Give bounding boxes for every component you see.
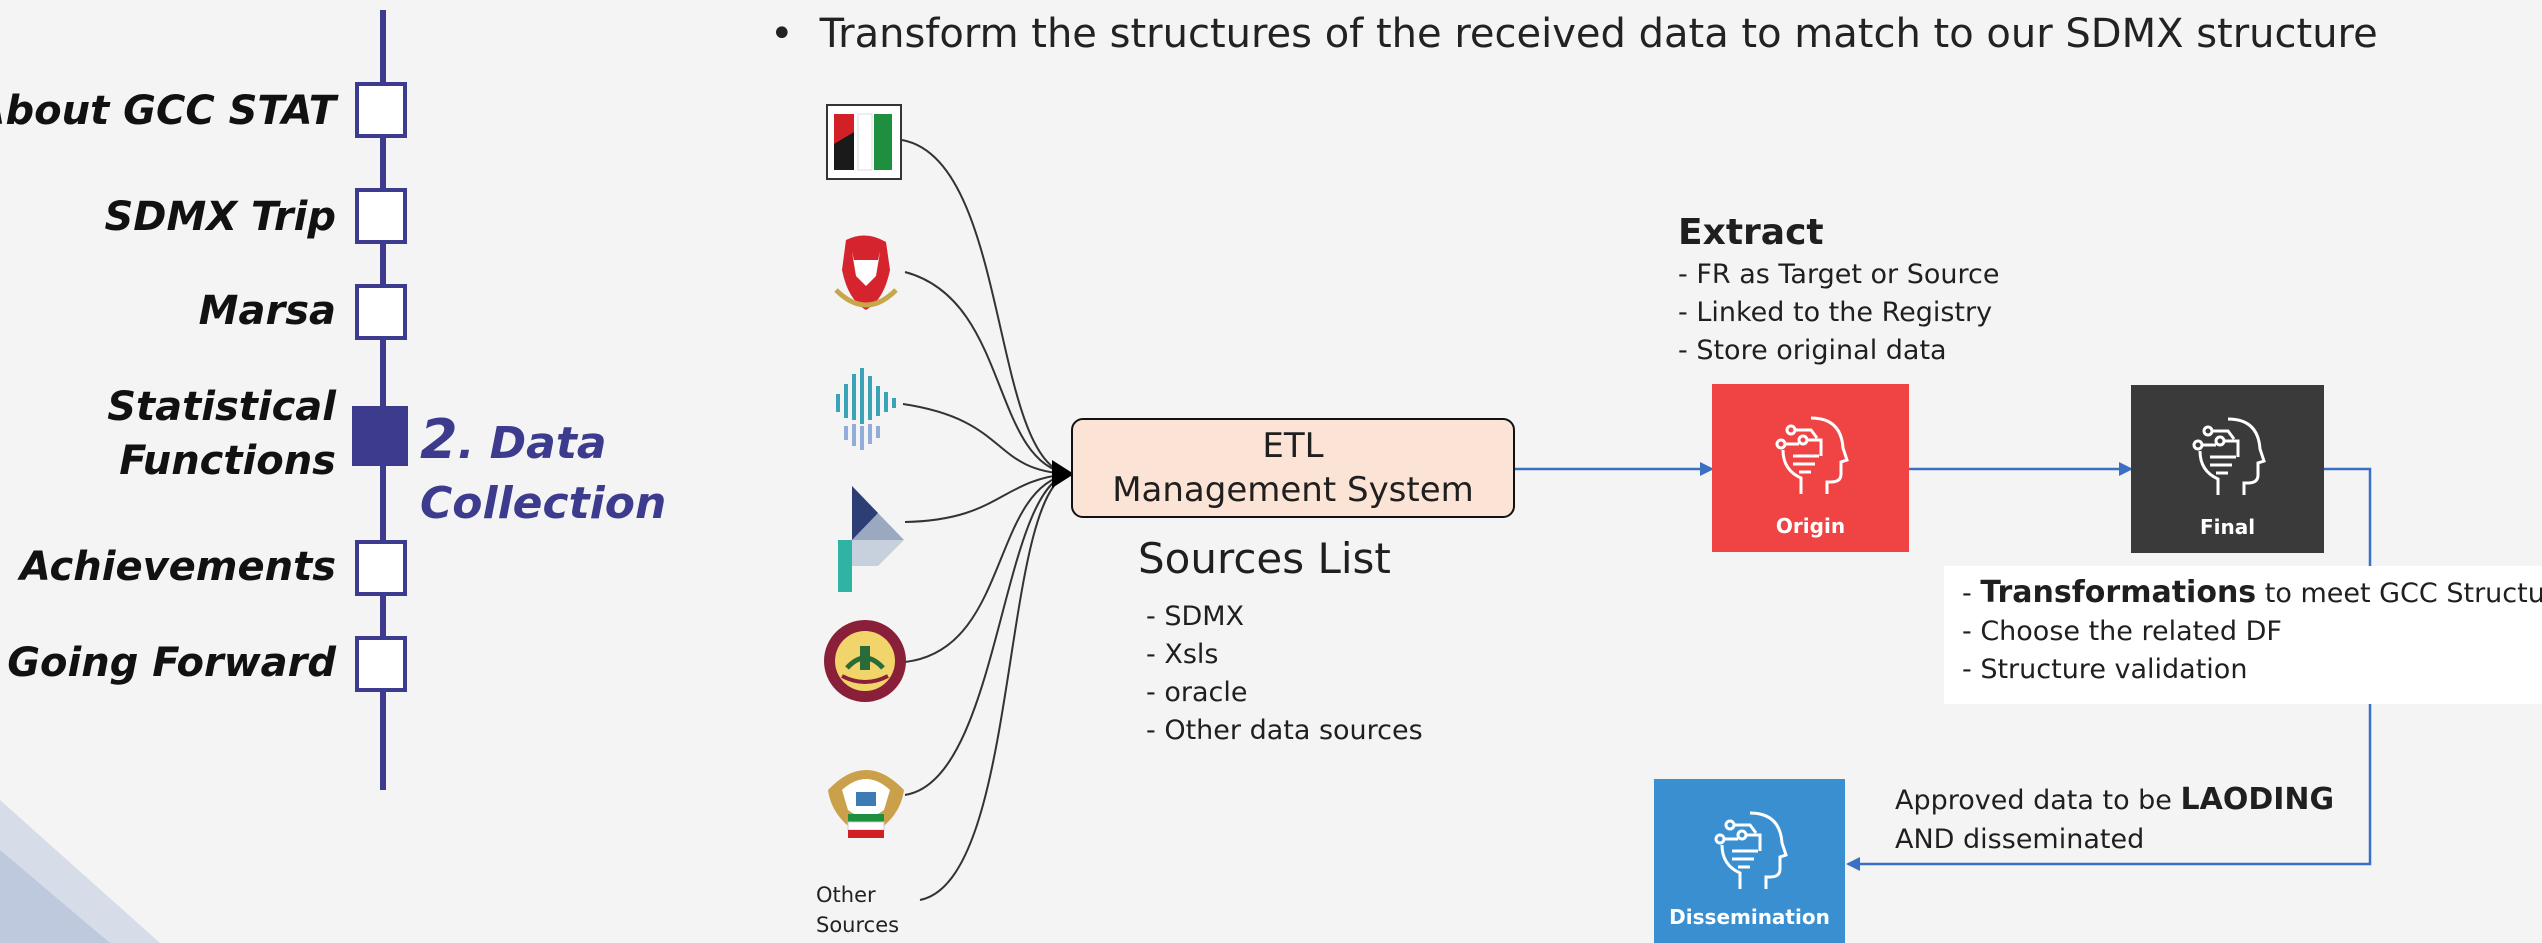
- timeline-label-going-forward[interactable]: Going Forward: [7, 640, 336, 686]
- sources-list-item: - Other data sources: [1146, 715, 1423, 746]
- text-span: to meet GCC Structure: [2256, 578, 2542, 609]
- background-decoration: [0, 800, 160, 943]
- source-connector-curves: [901, 139, 1069, 901]
- extract-title: Extract: [1678, 212, 1824, 253]
- timeline-label-marsa[interactable]: Marsa: [198, 288, 336, 334]
- dissemination-caption: Dissemination: [1669, 905, 1830, 929]
- timeline-line: [380, 10, 386, 790]
- final-caption: Final: [2199, 515, 2256, 539]
- transformations-list-item: - Structure validation: [1962, 654, 2248, 685]
- transformations-bold: Transformations: [1980, 575, 2257, 610]
- origin-caption: Origin: [1775, 514, 1846, 538]
- timeline-label-achievements[interactable]: Achievements: [19, 544, 336, 590]
- ai-head-icon: [1775, 416, 1849, 494]
- source-logo-3-icon: [836, 368, 896, 450]
- etl-input-arrowhead: [1052, 460, 1074, 488]
- text-span: -: [1962, 578, 1981, 609]
- connector-curve: [919, 473, 1069, 901]
- transformations-panel: [1944, 566, 2542, 704]
- sources-list-title: Sources List: [1138, 534, 1391, 583]
- other-sources-line: Sources: [816, 913, 900, 937]
- timeline-marker-about[interactable]: [355, 82, 407, 138]
- approved-line: Approved data to be LAODING: [1895, 780, 2334, 820]
- source-logo-6-icon: [828, 770, 904, 838]
- timeline-label-statistical-functions[interactable]: Statistical Functions: [107, 380, 336, 488]
- extract-list-item: - FR as Target or Source: [1678, 259, 2000, 290]
- extract-list: - FR as Target or Source - Linked to the…: [1678, 256, 1999, 370]
- source-logo-1-icon: [826, 104, 902, 180]
- sources-list-item: - Xsls: [1146, 639, 1219, 670]
- transformations-list-item: - Choose the related DF: [1962, 616, 2282, 647]
- header-bullet-text: • Transform the structures of the receive…: [770, 6, 2378, 62]
- extract-list-item: - Store original data: [1678, 335, 1947, 366]
- dissemination-stage-tile[interactable]: Dissemination: [1654, 779, 1845, 943]
- transformations-list-item: - Transformations to meet GCC Structure: [1962, 574, 2542, 613]
- final-stage-tile[interactable]: Final: [2131, 385, 2324, 553]
- bullet-icon: •: [770, 11, 794, 57]
- extract-list-item: - Linked to the Registry: [1678, 297, 1993, 328]
- active-section-number: 2: [420, 408, 458, 471]
- connector-curve: [904, 473, 1069, 523]
- active-section-label-line: Collection: [420, 478, 667, 529]
- ai-head-icon: [1714, 811, 1788, 889]
- sources-list: - SDMX - Xsls - oracle - Other data sour…: [1146, 598, 1423, 750]
- text-span: Approved data to be: [1895, 785, 2181, 816]
- other-sources-line: Other: [816, 883, 876, 907]
- approved-line: AND disseminated: [1895, 824, 2145, 855]
- timeline-label-line: Functions: [119, 438, 336, 484]
- source-logo-4-icon: [838, 486, 904, 592]
- connector-curve: [901, 139, 1069, 475]
- timeline-label-line: Statistical: [107, 384, 336, 430]
- header-text: Transform the structures of the received…: [819, 11, 2378, 57]
- timeline-marker-sdmx-trip[interactable]: [355, 188, 407, 244]
- source-logo-2-icon: [834, 235, 898, 310]
- active-section-label: 2. Data Collection: [420, 410, 666, 534]
- etl-title-line: ETL: [1262, 426, 1324, 466]
- timeline-marker-going-forward[interactable]: [355, 636, 407, 692]
- origin-stage-tile[interactable]: Origin: [1712, 384, 1909, 552]
- etl-management-system-box[interactable]: ETL Management System: [1071, 418, 1515, 518]
- etl-title-line: Management System: [1112, 470, 1474, 510]
- timeline-marker-marsa[interactable]: [355, 284, 407, 340]
- sources-list-item: - SDMX: [1146, 601, 1245, 632]
- approved-note: Approved data to be LAODING AND dissemin…: [1895, 780, 2334, 859]
- timeline-label-sdmx-trip[interactable]: SDMX Trip: [104, 194, 336, 240]
- connector-curve: [904, 271, 1069, 475]
- timeline-marker-statistical-functions[interactable]: [352, 406, 408, 466]
- source-logo-5-icon: [824, 620, 906, 702]
- timeline-marker-achievements[interactable]: [355, 540, 407, 596]
- connector-curve: [904, 473, 1069, 663]
- approved-bold: LAODING: [2180, 782, 2335, 817]
- connector-curve: [904, 473, 1069, 796]
- connector-curve: [902, 403, 1069, 475]
- other-sources-label: Other Sources: [816, 880, 899, 940]
- transformations-list: - Transformations to meet GCC Structure …: [1962, 574, 2542, 689]
- ai-head-icon: [2192, 417, 2266, 495]
- sources-list-item: - oracle: [1146, 677, 1248, 708]
- timeline-label-about[interactable]: About GCC STAT: [0, 88, 336, 134]
- active-section-label-line: . Data: [457, 418, 607, 469]
